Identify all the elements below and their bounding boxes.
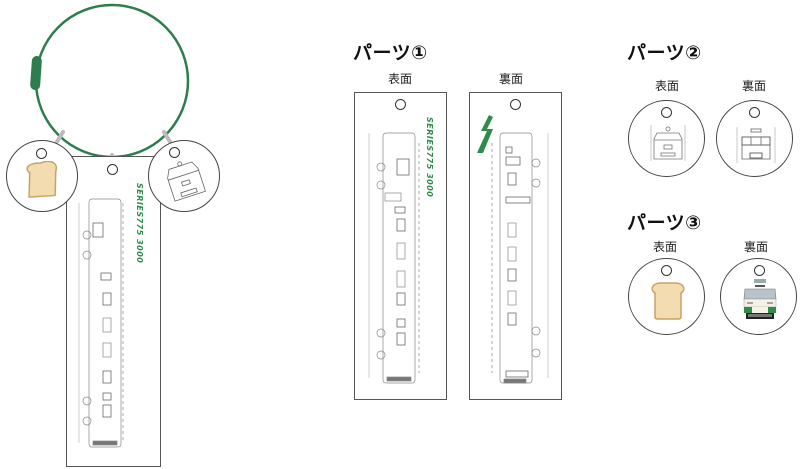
assembled-disc-train-front (148, 140, 220, 212)
bread-icon (26, 161, 58, 198)
series-label: SERIES775 3000 (135, 183, 144, 264)
train-side-drawing-icon (368, 132, 420, 384)
train-front-color-icon (743, 279, 777, 319)
part-3-title: パーツ③ (627, 212, 702, 234)
bread-icon (651, 282, 685, 320)
part-2-front-label: 表面 (654, 79, 679, 93)
part-2-title: パーツ② (627, 42, 702, 64)
train-front-drawing-icon (736, 127, 776, 163)
part-1-front-card: SERIES775 3000 (354, 92, 447, 400)
part-3-front-disc (628, 258, 705, 335)
part-1-title: パーツ① (353, 42, 428, 64)
part-2-back-disc (716, 100, 793, 177)
train-side-drawing-icon (491, 132, 549, 384)
part-3-back-disc (720, 258, 797, 335)
assembled-card-part1: SERIES775 3000 (66, 156, 161, 467)
jr-logo-icon (477, 115, 493, 153)
part-3-front-label: 表面 (652, 240, 677, 254)
series-label: SERIES775 3000 (425, 117, 434, 198)
part-1-back-card (469, 92, 562, 400)
part-1-back-label: 裏面 (498, 72, 523, 86)
train-front-drawing-icon (650, 125, 686, 161)
part-3-back-label: 裏面 (743, 240, 768, 254)
assembled-disc-bread (6, 140, 78, 212)
part-2-front-disc (628, 100, 705, 177)
train-front-drawing-icon (167, 161, 206, 202)
part-2-back-label: 裏面 (741, 79, 766, 93)
train-side-drawing-icon (78, 198, 124, 448)
part-1-front-label: 表面 (387, 72, 412, 86)
